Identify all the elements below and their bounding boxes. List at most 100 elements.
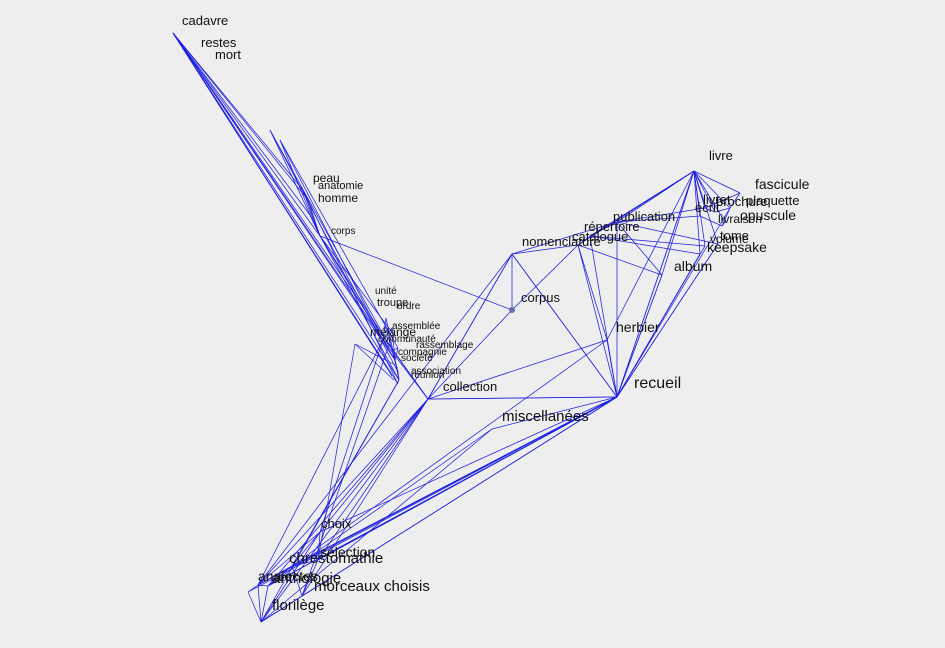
- edge-publication-album: [616, 221, 663, 276]
- edge-restes-mélange: [279, 139, 384, 341]
- edge-miscellanées-anthologie: [267, 428, 493, 587]
- edge-livre-catalogue: [577, 170, 695, 246]
- edge-recueil-collection: [427, 396, 618, 400]
- word-label-choix[interactable]: choix: [321, 516, 352, 531]
- edge-cadavre-compagnie: [172, 32, 394, 351]
- edge-cadavre-homme: [172, 32, 311, 216]
- word-label-chrestomathie[interactable]: chrestomathie: [289, 550, 383, 567]
- word-label-livret[interactable]: livret: [703, 192, 731, 207]
- word-label-analectes[interactable]: analectes: [258, 568, 318, 584]
- edge-publication-livret: [616, 207, 706, 223]
- edge-mort-association: [269, 129, 399, 373]
- word-label-keepsake[interactable]: keepsake: [707, 239, 767, 255]
- word-label-société[interactable]: société: [401, 353, 433, 364]
- word-label-communauté[interactable]: communauté: [378, 334, 436, 345]
- word-label-rassemblage[interactable]: rassemblage: [416, 340, 474, 351]
- word-label-corpus[interactable]: corpus: [521, 290, 561, 305]
- word-label-livre[interactable]: livre: [709, 148, 733, 163]
- edge-chrestomathie-analectes: [257, 565, 293, 586]
- edge-choix-florilège: [260, 531, 321, 623]
- edge-nomenclature-analectes: [257, 253, 513, 586]
- word-label-compagnie[interactable]: compagnie: [398, 347, 447, 358]
- word-label-mélange[interactable]: mélange: [370, 325, 416, 339]
- edge-répertoire-catalogue: [577, 235, 591, 246]
- word-label-livraison[interactable]: livraison: [718, 212, 762, 226]
- word-label-anatomie[interactable]: anatomie: [318, 180, 363, 192]
- edge-répertoire-volume: [589, 235, 706, 247]
- word-label-cadavre[interactable]: cadavre: [182, 13, 228, 28]
- word-label-herbier[interactable]: herbier: [616, 319, 660, 335]
- edge-choix-chrestomathie: [291, 531, 321, 567]
- word-label-morceaux-choisis[interactable]: morceaux choisis: [314, 578, 430, 595]
- edge-chrestomathie-anthologie: [267, 565, 293, 587]
- word-label-plaquette[interactable]: plaquette: [746, 193, 800, 208]
- edge-publication-écrit: [616, 215, 701, 223]
- edge-sélection-morceaux-choisis: [301, 559, 319, 597]
- edge-cadavre-anatomie: [172, 32, 309, 201]
- edge-extra-4: [354, 343, 396, 366]
- edge-nomenclature-collection: [427, 253, 513, 400]
- word-label-répertoire[interactable]: répertoire: [584, 219, 640, 234]
- word-label-brochure[interactable]: brochure: [716, 194, 767, 209]
- word-label-fascicule[interactable]: fascicule: [755, 176, 810, 192]
- word-label-sélection[interactable]: sélection: [320, 544, 375, 560]
- edge-collection-herbier: [427, 339, 608, 400]
- edge-livret-brochure: [704, 207, 716, 213]
- edge-collection-analectes: [257, 398, 429, 586]
- edge-analectes-anthologie: [257, 584, 269, 587]
- word-label-opuscule[interactable]: opuscule: [740, 207, 796, 223]
- edge-cadavre-corps: [172, 32, 321, 237]
- word-label-florilège[interactable]: florilège: [272, 597, 325, 614]
- word-label-unité[interactable]: unité: [375, 286, 397, 297]
- word-label-assemblée[interactable]: assemblée: [392, 321, 441, 332]
- edge-morceaux-choisis-florilège: [260, 595, 303, 623]
- edge-rassemblage-société: [394, 347, 399, 361]
- edge-miscellanées-florilège: [260, 428, 493, 623]
- edge-catalogue-herbier: [577, 244, 608, 341]
- edge-extra-11: [616, 274, 663, 398]
- word-label-peau[interactable]: peau: [313, 171, 340, 185]
- edge-livraison-opuscule: [721, 221, 726, 227]
- edge-extra-13: [511, 221, 618, 255]
- edge-choix-analectes: [257, 531, 321, 586]
- edge-layer: [172, 32, 741, 623]
- word-label-nomenclature[interactable]: nomenclature: [522, 234, 601, 249]
- edge-extra-16: [247, 396, 618, 593]
- word-label-volume[interactable]: volume: [710, 232, 749, 246]
- word-label-collection[interactable]: collection: [443, 379, 497, 394]
- word-label-ordre[interactable]: ordre: [397, 301, 421, 312]
- word-label-troupe[interactable]: troupe: [377, 297, 408, 309]
- edge-recueil-florilège: [260, 396, 618, 623]
- edge-corps-société: [319, 235, 396, 361]
- word-label-réunion[interactable]: réunion: [411, 370, 444, 381]
- edge-morceaux-choisis-chrestomathie: [291, 565, 303, 597]
- edge-extra-2: [172, 32, 388, 369]
- word-label-album[interactable]: album: [674, 258, 712, 274]
- word-label-miscellanées[interactable]: miscellanées: [502, 408, 589, 425]
- word-label-mort[interactable]: mort: [215, 47, 241, 62]
- edge-keepsake-recueil: [616, 253, 701, 398]
- edge-réunion-florilège: [260, 379, 400, 623]
- edge-recueil-choix: [319, 396, 618, 533]
- word-label-publication[interactable]: publication: [613, 209, 675, 224]
- word-label-anthologie[interactable]: anthologie: [272, 570, 341, 587]
- edge-fascicule-livret: [704, 192, 741, 209]
- center-node-corpus[interactable]: [509, 307, 515, 313]
- word-label-écrit[interactable]: écrit: [695, 200, 720, 215]
- word-label-restes[interactable]: restes: [201, 35, 237, 50]
- word-label-homme[interactable]: homme: [318, 191, 358, 205]
- edge-mélange-choix: [319, 339, 384, 533]
- edge-analectes-florilège: [257, 584, 262, 623]
- word-label-catalogue[interactable]: catalogue: [572, 229, 628, 244]
- edge-extra-8: [616, 170, 695, 398]
- edge-collection-compagnie: [392, 349, 429, 400]
- word-label-tome[interactable]: tome: [720, 228, 749, 243]
- word-label-corps[interactable]: corps: [331, 226, 355, 237]
- word-label-association[interactable]: association: [411, 366, 461, 377]
- edge-collection-anthologie: [267, 398, 429, 587]
- node-layer: [509, 307, 515, 313]
- edge-cadavre-réunion: [172, 32, 400, 381]
- word-label-recueil[interactable]: recueil: [634, 375, 681, 392]
- edge-extra-7: [301, 398, 429, 597]
